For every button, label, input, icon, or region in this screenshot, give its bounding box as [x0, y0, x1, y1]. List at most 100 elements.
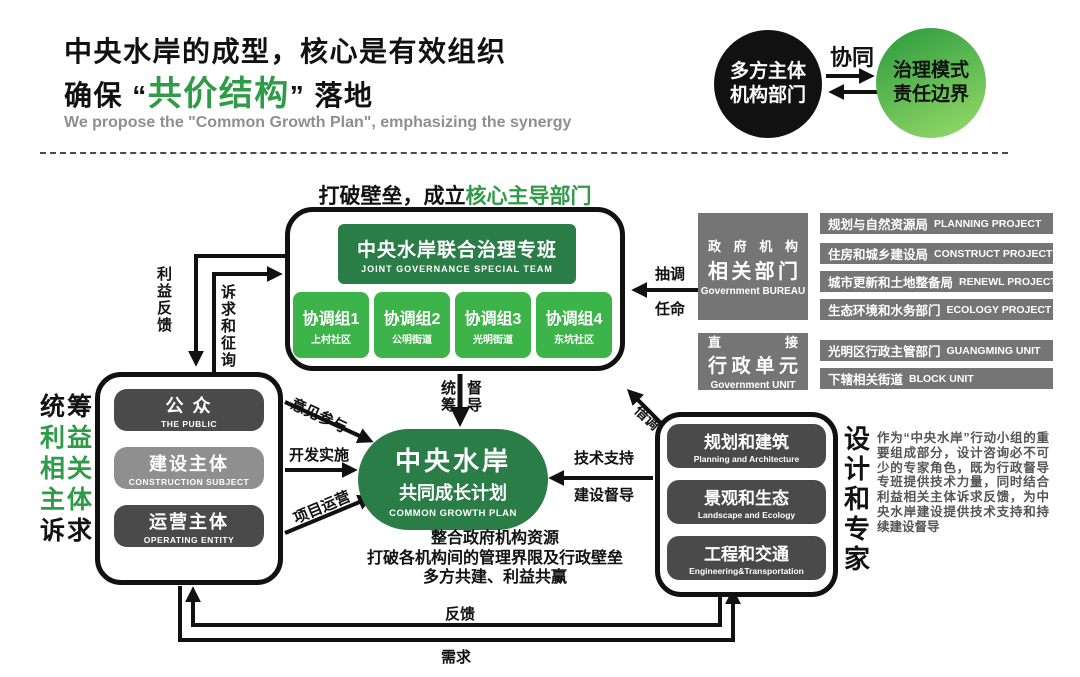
- opinion-arrow: [284, 400, 374, 443]
- public-cn: 公 众: [165, 395, 213, 416]
- group-1-name: 协调组1: [302, 310, 360, 328]
- public-en: THE PUBLIC: [161, 418, 217, 429]
- bureau-bar-ecology: 生态环境和水务部门 ECOLOGY PROJECT: [820, 299, 1053, 320]
- bar-construct-en: CONSTRUCT PROJECT: [934, 247, 1053, 260]
- unit-row1: 直接: [708, 335, 798, 350]
- secondment-label: 抽调: [654, 266, 685, 283]
- feedback-label: 反馈: [444, 606, 475, 623]
- growth-plan-ellipse: 中央水岸 共同成长计划 COMMON GROWTH PLAN: [358, 429, 548, 530]
- governance-line1: 治理模式: [892, 60, 969, 81]
- construction-pill: 建设主体 CONSTRUCTION SUBJECT: [114, 447, 264, 489]
- bar-renewal-en: RENEWL PROJECT: [959, 275, 1057, 288]
- growth-plan-line1: 中央水岸: [394, 445, 511, 476]
- multi-subject-circle: 多方主体 机构部门: [714, 30, 822, 138]
- synergy-label: 协同: [829, 45, 874, 70]
- bar-planning-cn: 规划与自然资源局: [828, 218, 929, 232]
- bar-block-en: BLOCK UNIT: [909, 372, 974, 385]
- joint-team-header: 中央水岸联合治理专班 JOINT GOVERNANCE SPECIAL TEAM: [338, 224, 576, 284]
- unit-sub: Government UNIT: [710, 380, 796, 391]
- planning-cn: 规划和建筑: [704, 433, 789, 452]
- footnote-line1: 整合政府机构资源: [430, 530, 559, 547]
- experts-side-label: 设计和专家: [844, 424, 871, 574]
- footnote-line2: 打破各机构间的管理界限及行政壁垒: [366, 549, 623, 567]
- engineering-cn: 工程和交通: [704, 545, 789, 564]
- construction-cn: 建设主体: [149, 453, 229, 474]
- joint-team-title: 中央水岸联合治理专班: [356, 239, 557, 261]
- page-title-line2: 确保 “共价结构” 落地: [64, 66, 374, 115]
- group-3-name: 协调组3: [464, 310, 522, 328]
- benefit-feedback-arrow: [188, 254, 286, 367]
- feedback-arrow: [185, 586, 722, 627]
- appeal-consult-arrow: [212, 266, 283, 374]
- bureau-bar-planning: 规划与自然资源局 PLANNING PROJECT: [820, 213, 1053, 234]
- tech-support-label: 技术支持: [573, 450, 634, 467]
- government-unit-box: 直接 行政单元 Government UNIT: [698, 333, 808, 391]
- title-highlight: 共价结构: [147, 75, 290, 113]
- coordination-group-1: 协调组1 上村社区: [293, 292, 369, 358]
- team-headline: 打破壁垒，成立核心主导部门: [285, 180, 625, 210]
- multi-subject-line2: 机构部门: [729, 85, 806, 106]
- planning-en: Planning and Architecture: [693, 454, 800, 464]
- joint-team-subtitle: JOINT GOVERNANCE SPECIAL TEAM: [361, 263, 553, 274]
- experts-note: 作为“中央水岸”行动小组的重要组成部分，设计咨询必不可少的专家角色，既为行政督导…: [877, 431, 1049, 534]
- group-4-sub: 东坑社区: [554, 334, 594, 346]
- public-pill: 公 众 THE PUBLIC: [114, 389, 264, 431]
- unit-row2: 行政单元: [708, 356, 798, 377]
- group-1-sub: 上村社区: [311, 334, 351, 346]
- multi-subject-line1: 多方主体: [729, 61, 806, 82]
- bar-guangming-en: GUANGMING UNIT: [946, 344, 1041, 357]
- development-label: 开发实施: [289, 447, 350, 464]
- group-3-sub: 光明街道: [473, 334, 513, 346]
- growth-plan-footnote: 整合政府机构资源 打破各机构间的管理界限及行政壁垒 多方共建、利益共赢: [320, 529, 670, 588]
- coordination-group-4: 协调组4 东坑社区: [536, 292, 612, 358]
- page-title-line1: 中央水岸的成型，核心是有效组织: [64, 36, 507, 67]
- operation-arrow: [284, 494, 374, 535]
- experts-box: 规划和建筑 Planning and Architecture 景观和生态 La…: [655, 412, 838, 597]
- demand-label: 需求: [440, 649, 471, 666]
- side-label-2: 利益: [40, 424, 95, 452]
- bar-block-cn: 下辖相关街道: [828, 373, 904, 387]
- planning-pill: 规划和建筑 Planning and Architecture: [667, 424, 826, 468]
- landscape-cn: 景观和生态: [704, 489, 789, 508]
- team-headline-highlight: 核心主导部门: [465, 185, 592, 208]
- unit-bar-guangming: 光明区行政主管部门 GUANGMING UNIT: [820, 340, 1053, 361]
- bar-ecology-cn: 生态环境和水务部门: [828, 304, 941, 318]
- bar-ecology-en: ECOLOGY PROJECT: [946, 303, 1052, 316]
- bar-renewal-cn: 城市更新和土地整备局: [828, 276, 954, 290]
- group-2-sub: 公明街道: [392, 334, 432, 346]
- governance-circle: 治理模式 责任边界: [876, 28, 986, 138]
- title-prefix: 确保 “: [64, 80, 148, 111]
- operating-en: OPERATING ENTITY: [143, 534, 235, 545]
- government-bureau-box: 政府机构 相关部门 Government BUREAU: [698, 213, 808, 320]
- coordination-group-2: 协调组2 公明街道: [374, 292, 450, 358]
- appointment-label: 任命: [654, 301, 685, 318]
- group-2-name: 协调组2: [383, 310, 441, 328]
- side-label-3: 相关: [40, 455, 95, 483]
- supervise-label: 督导: [466, 380, 482, 414]
- stakeholder-side-label: 统筹 利益 相关 主体 诉求: [40, 392, 94, 547]
- operating-pill: 运营主体 OPERATING ENTITY: [114, 505, 264, 547]
- bureau-bar-renewal: 城市更新和土地整备局 RENEWL PROJECT: [820, 271, 1057, 292]
- coordinate-label: 统筹: [440, 380, 456, 414]
- operating-cn: 运营主体: [149, 511, 229, 532]
- landscape-en: Landscape and Ecology: [697, 510, 796, 520]
- footnote-line3: 多方共建、利益共赢: [422, 569, 567, 586]
- landscape-pill: 景观和生态 Landscape and Ecology: [667, 480, 826, 524]
- governance-line2: 责任边界: [892, 84, 969, 105]
- benefit-feedback-label: 利益反馈: [156, 266, 172, 334]
- group-4-name: 协调组4: [545, 310, 603, 328]
- bureau-bar-construct: 住房和城乡建设局 CONSTRUCT PROJECT: [820, 243, 1053, 264]
- engineering-pill: 工程和交通 Engineering&Transportation: [667, 536, 826, 580]
- growth-plan-line3: COMMON GROWTH PLAN: [389, 507, 517, 519]
- joint-team-box: 中央水岸联合治理专班 JOINT GOVERNANCE SPECIAL TEAM…: [285, 207, 625, 371]
- bureau-sub: Government BUREAU: [700, 286, 806, 297]
- engineering-en: Engineering&Transportation: [689, 566, 804, 576]
- bar-construct-cn: 住房和城乡建设局: [828, 248, 929, 262]
- coordination-groups: 协调组1 上村社区 协调组2 公明街道 协调组3 光明街道 协调组4 东坑社区: [293, 292, 612, 358]
- side-label-5: 诉求: [40, 517, 95, 545]
- bureau-row1: 政府机构: [708, 239, 798, 254]
- construction-supervision-label: 建设督导: [573, 487, 634, 504]
- growth-plan-line2: 共同成长计划: [399, 482, 507, 503]
